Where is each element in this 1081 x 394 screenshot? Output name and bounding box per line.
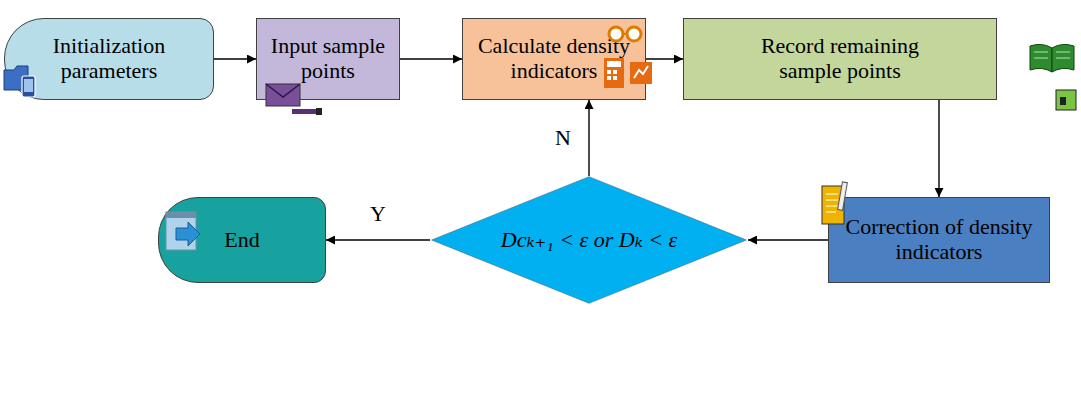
node-content: Correction of density indicators	[839, 215, 1039, 264]
start-terminal: Initialization parameters	[4, 18, 214, 100]
edge-label: N	[553, 127, 573, 149]
end-terminal: End	[158, 197, 326, 283]
edge-label: Y	[368, 203, 388, 225]
node-content: Calculate density indicators	[472, 34, 636, 83]
connector-arrow	[400, 58, 462, 59]
node-label: Calculate density indicators	[472, 34, 636, 83]
node-label: Record remaining sample points	[745, 34, 935, 83]
connector-arrow	[214, 58, 256, 59]
node-content: Record remaining sample points	[745, 34, 935, 83]
decision-diamond: Dcₖ₊₁ < ε or Dₖ < ε	[430, 176, 748, 304]
node-label: Input sample points	[266, 34, 390, 83]
node-content: Dcₖ₊₁ < ε or Dₖ < ε	[501, 228, 677, 253]
condition-text: Dcₖ₊₁ < ε or Dₖ < ε	[501, 228, 677, 253]
book-icon	[1030, 44, 1076, 110]
process-box: Record remaining sample points	[683, 18, 997, 100]
node-content: Input sample points	[266, 34, 390, 83]
connector-arrow	[748, 239, 828, 240]
node-label: Correction of density indicators	[839, 215, 1039, 264]
connector-arrow	[588, 100, 589, 176]
process-box: Input sample points	[256, 18, 400, 100]
process-box: Correction of density indicators	[828, 197, 1050, 283]
node-label: End	[224, 228, 259, 253]
connector-arrow	[938, 100, 939, 197]
node-label: Initialization parameters	[14, 34, 204, 83]
node-content: End	[224, 228, 259, 253]
process-box: Calculate density indicators	[462, 18, 646, 100]
node-content: Initialization parameters	[14, 34, 204, 83]
connector-arrow	[646, 58, 683, 59]
connector-arrow	[326, 239, 430, 240]
